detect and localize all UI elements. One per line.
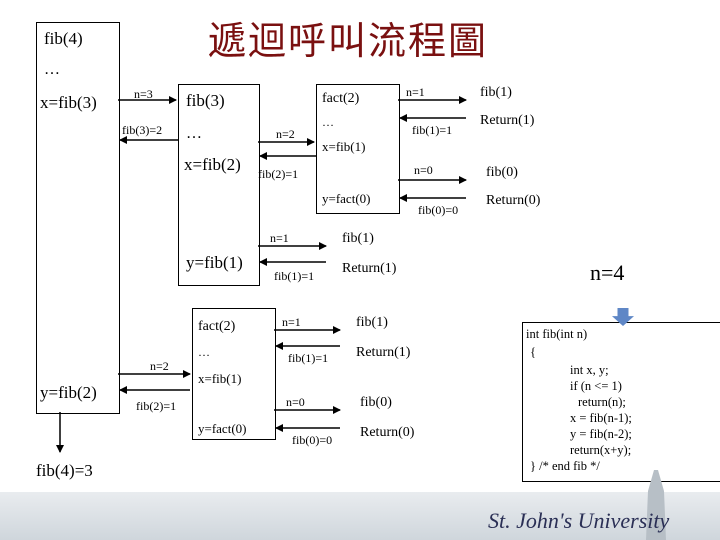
leaf-c1-return: Return(1) xyxy=(356,346,410,360)
fib2a-call: fact(2) xyxy=(322,92,359,106)
university-name: St. John's University xyxy=(488,508,669,534)
label-fib2-ret-a: fib(2)=1 xyxy=(258,168,298,180)
fib3-dots: … xyxy=(186,126,202,142)
leaf-a0-call: fib(0) xyxy=(486,166,518,180)
fib2b-assign-y: y=fact(0) xyxy=(198,422,246,435)
code-line-8: return(x+y); xyxy=(570,442,631,458)
label-fib1-ret-c: fib(1)=1 xyxy=(288,352,328,364)
label-n3: n=3 xyxy=(134,88,153,100)
leaf-a1-call: fib(1) xyxy=(480,86,512,100)
n4-label: n=4 xyxy=(590,262,624,284)
code-line-3: int x, y; xyxy=(570,362,609,378)
fib4-assign-x: x=fib(3) xyxy=(40,94,97,111)
fib2a-assign-y: y=fact(0) xyxy=(322,192,370,205)
code-line-6: x = fib(n-1); xyxy=(570,410,632,426)
label-fib3-ret: fib(3)=2 xyxy=(122,124,162,136)
leaf-b1-return: Return(1) xyxy=(342,262,396,276)
fib2b-dots: … xyxy=(198,346,210,358)
code-line-7: y = fib(n-2); xyxy=(570,426,632,442)
code-line-9: } /* end fib */ xyxy=(530,458,600,474)
fib3-call: fib(3) xyxy=(186,92,225,109)
fib2b-assign-x: x=fib(1) xyxy=(198,372,241,385)
label-fib2-ret-b: fib(2)=1 xyxy=(136,400,176,412)
fib4-assign-y: y=fib(2) xyxy=(40,384,97,401)
fib2a-assign-x: x=fib(1) xyxy=(322,140,365,153)
leaf-b1-call: fib(1) xyxy=(342,232,374,246)
fib2b-call: fact(2) xyxy=(198,320,235,334)
fib4-dots: … xyxy=(44,62,60,78)
label-n2a: n=2 xyxy=(276,128,295,140)
label-n1c: n=1 xyxy=(282,316,301,328)
code-line-5: return(n); xyxy=(578,394,626,410)
code-line-1: int fib(int n) xyxy=(526,326,587,342)
label-n0b: n=0 xyxy=(286,396,305,408)
label-n0a: n=0 xyxy=(414,164,433,176)
label-fib1-ret-a: fib(1)=1 xyxy=(412,124,452,136)
fib4-result: fib(4)=3 xyxy=(36,462,93,479)
label-n2b: n=2 xyxy=(150,360,169,372)
label-n1a: n=1 xyxy=(406,86,425,98)
fib3-assign-y: y=fib(1) xyxy=(186,254,243,271)
fib2a-dots: … xyxy=(322,116,334,128)
leaf-a0-return: Return(0) xyxy=(486,194,540,208)
label-fib0-ret-a: fib(0)=0 xyxy=(418,204,458,216)
leaf-c0-call: fib(0) xyxy=(360,396,392,410)
label-fib0-ret-b: fib(0)=0 xyxy=(292,434,332,446)
label-fib1-ret-b: fib(1)=1 xyxy=(274,270,314,282)
leaf-c0-return: Return(0) xyxy=(360,426,414,440)
label-n1b: n=1 xyxy=(270,232,289,244)
code-line-4: if (n <= 1) xyxy=(570,378,622,394)
leaf-a1-return: Return(1) xyxy=(480,114,534,128)
fib4-call: fib(4) xyxy=(44,30,83,47)
leaf-c1-call: fib(1) xyxy=(356,316,388,330)
fib3-assign-x: x=fib(2) xyxy=(184,156,241,173)
code-line-2: { xyxy=(530,344,536,360)
